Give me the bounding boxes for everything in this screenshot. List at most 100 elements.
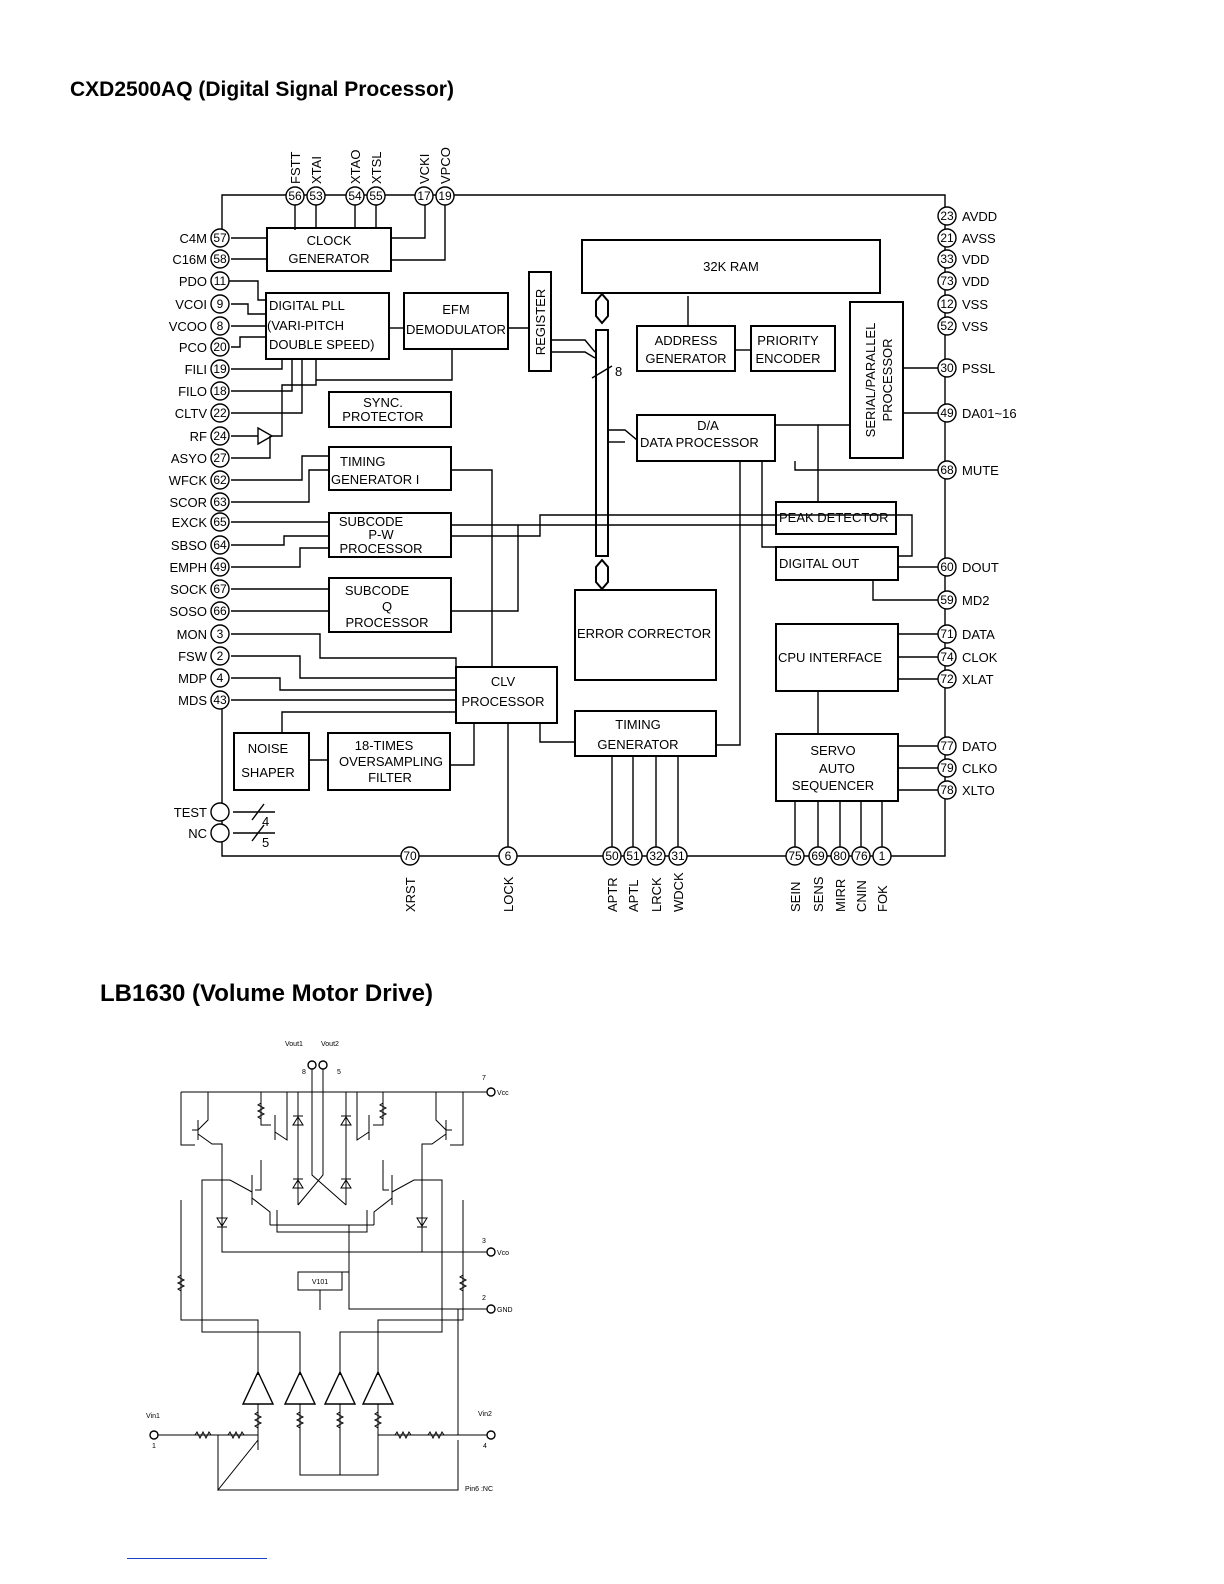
left-pin-23 (210, 823, 230, 843)
serpar-label-1: SERIAL/PARALLEL (863, 323, 878, 438)
oversampling-filter-block (327, 732, 451, 791)
vout1-label: Vout1 (285, 1041, 303, 1048)
pw-label-3: PROCESSOR (339, 541, 422, 556)
right-pin-number: 21 (940, 231, 954, 245)
bottom-pin-number: 75 (788, 849, 802, 863)
bottom-pin-label: APTR (605, 877, 620, 912)
left-pin-label: SBSO (171, 538, 207, 553)
bottom-pin-label: FOK (875, 885, 890, 912)
right-pin-number: 52 (940, 319, 954, 333)
error-label: ERROR CORRECTOR (577, 626, 711, 641)
pin5-label: 5 (337, 1069, 341, 1076)
right-pin-label: VDD (962, 274, 989, 289)
left-pin-number: 22 (213, 406, 227, 420)
bottom-pin-label: LOCK (501, 876, 516, 912)
efm-label-2: DEMODULATOR (406, 322, 506, 337)
left-pin-label: MON (177, 627, 207, 642)
motor-labels: Vout1 Vout2 8 5 7 Vcc 3 Vco 2 GND V101 V… (146, 1041, 513, 1493)
data-bus (390, 292, 750, 591)
clock-generator-block (266, 227, 392, 272)
right-pin-number: 60 (940, 560, 954, 574)
right-pin-label: CLKO (962, 761, 997, 776)
right-pin-label: XLAT (962, 672, 994, 687)
ram-block (581, 239, 881, 294)
left-pin-label: FSW (178, 649, 208, 664)
right-pin-label: VSS (962, 319, 988, 334)
left-pin-number: 62 (213, 473, 227, 487)
right-pin-11 (937, 624, 957, 644)
left-pin-number: 43 (213, 693, 227, 707)
bottom-pin-label: MIRR (833, 879, 848, 912)
address-gen-label-1: ADDRESS (655, 333, 718, 348)
bus-width-label: 8 (615, 364, 622, 379)
diodes (216, 1115, 428, 1228)
left-pin-label: VCOO (169, 319, 207, 334)
top-pin-number: 54 (348, 189, 362, 203)
left-pin-number: 65 (213, 515, 227, 529)
peak-label: PEAK DETECTOR (779, 510, 889, 525)
left-pin-13 (210, 512, 230, 532)
left-pin-9 (210, 426, 230, 446)
bottom-pin-4 (646, 846, 666, 866)
right-pin-number: 49 (940, 406, 954, 420)
right-pin-label: MUTE (962, 463, 999, 478)
right-pin-label: MD2 (962, 593, 989, 608)
right-pin-label: XLTO (962, 783, 995, 798)
sync-protector-block (328, 391, 452, 428)
right-pin-number: 23 (940, 209, 954, 223)
left-pin-number: 57 (213, 231, 227, 245)
left-pin-number: 8 (217, 319, 224, 333)
bottom-pin-label: APTL (626, 879, 641, 912)
right-pin-label: DOUT (962, 560, 999, 575)
right-pin-number: 30 (940, 361, 954, 375)
noise-shaper-block (233, 732, 310, 791)
right-pin-number: 33 (940, 252, 954, 266)
top-pin-4 (414, 186, 434, 206)
bottom-pin-number: 80 (833, 849, 847, 863)
bottom-pin-number: 51 (626, 849, 640, 863)
right-pin-number: 72 (940, 672, 954, 686)
clock-gen-label-2: GENERATOR (288, 251, 369, 266)
top-pin-label: VCKI (417, 154, 432, 184)
efm-demodulator-block (403, 292, 509, 350)
bottom-pin-number: 76 (854, 849, 868, 863)
left-pin-number: 9 (217, 297, 224, 311)
left-pin-7 (210, 381, 230, 401)
right-pin-4 (937, 294, 957, 314)
bottom-pin-number: 1 (879, 849, 886, 863)
right-pin-number: 12 (940, 297, 954, 311)
bottom-pin-3 (623, 846, 643, 866)
pin8-label: 8 (302, 1069, 306, 1076)
bottom-pin-label: LRCK (649, 877, 664, 912)
top-pin-label: XTSL (369, 151, 384, 184)
right-pin-number: 74 (940, 650, 954, 664)
sync-label-2: PROTECTOR (342, 409, 423, 424)
op-amps (241, 1370, 395, 1405)
top-pin-number: 53 (309, 189, 323, 203)
top-pin-label: XTAI (309, 156, 324, 184)
right-pin-0 (937, 206, 957, 226)
pin4-label: 4 (483, 1443, 487, 1450)
da-label-2: DATA PROCESSOR (640, 435, 759, 450)
q-label-2: Q (382, 599, 392, 614)
left-pin-11 (210, 470, 230, 490)
right-pin-label: VDD (962, 252, 989, 267)
left-pin-22 (210, 802, 230, 822)
left-pin-12 (210, 492, 230, 512)
left-pin-label: SOCK (170, 582, 207, 597)
bottom-pin-7 (808, 846, 828, 866)
top-pin-number: 17 (417, 189, 431, 203)
bottom-pin-label: SENS (811, 876, 826, 912)
wires (221, 205, 940, 850)
left-pin-label: WFCK (169, 473, 208, 488)
right-pin-label: PSSL (962, 361, 995, 376)
left-pin-number: 20 (213, 340, 227, 354)
right-pin-14 (937, 736, 957, 756)
right-pin-number: 59 (940, 593, 954, 607)
top-pin-number: 56 (288, 189, 302, 203)
right-pin-12 (937, 647, 957, 667)
vin2-label: Vin2 (478, 1411, 492, 1418)
right-pin-number: 78 (940, 783, 954, 797)
left-pin-label: ASYO (171, 451, 207, 466)
